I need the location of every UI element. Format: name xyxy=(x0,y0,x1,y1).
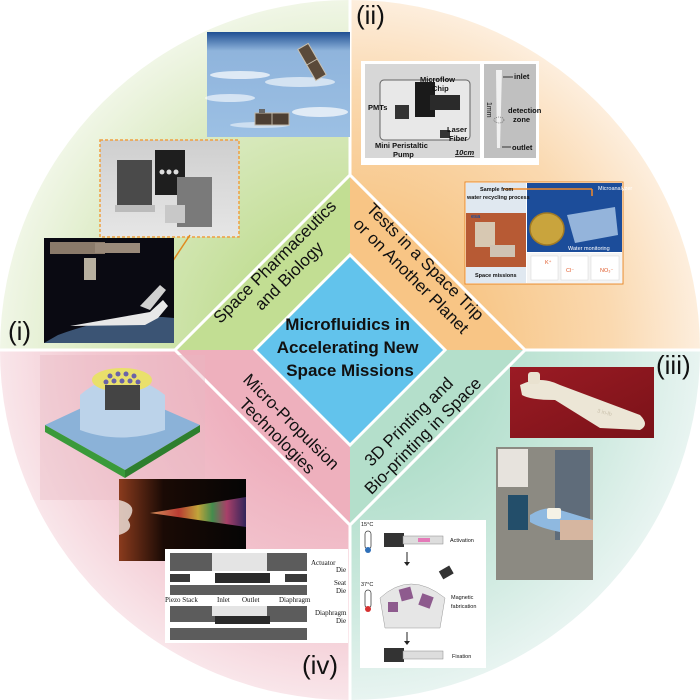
panel-label-iii: (iii) xyxy=(656,350,691,380)
label-actuator: Actuator xyxy=(311,559,336,567)
label-seat: Seat xyxy=(334,579,346,587)
wrench-engraving: 3 in-lb xyxy=(596,408,612,418)
label-fiber: Fiber xyxy=(449,134,467,143)
label-chip: Chip xyxy=(432,84,449,93)
label-space-missions: Space missions xyxy=(475,273,517,279)
space-shuttle-photo xyxy=(44,238,174,343)
label-laser: Laser xyxy=(447,125,467,134)
label-valve-outlet: Outlet xyxy=(242,596,260,604)
panel-label-i: (i) xyxy=(8,316,31,346)
cubesat-2 xyxy=(254,109,290,126)
label-diaphragm-die-2: Die xyxy=(336,617,346,625)
micro-thruster-render xyxy=(40,355,205,500)
label-outlet: outlet xyxy=(512,143,533,152)
label-37c: 37°C xyxy=(361,582,373,588)
label-mini-peristaltic: Mini Peristaltic xyxy=(375,141,428,150)
label-diaphragm: Diaphragm xyxy=(279,596,311,604)
astronaut-iss-photo xyxy=(496,447,593,580)
label-inlet: inlet xyxy=(514,72,530,81)
label-seat-die: Die xyxy=(336,587,346,595)
label-sample-from: Sample from xyxy=(480,187,513,193)
cubesat-1 xyxy=(297,42,327,82)
panel-label-ii: (ii) xyxy=(356,0,385,30)
label-ion-no3: NO₃⁻ xyxy=(600,268,613,274)
cubesat-photo xyxy=(205,32,350,137)
label-water-recycling: water recycling process xyxy=(466,195,530,201)
water-microanalyzer-photo: Sample from water recycling process Micr… xyxy=(464,181,632,285)
label-ion-k: K⁺ xyxy=(545,259,552,266)
label-piezo-stack: Piezo Stack xyxy=(165,596,198,604)
label-detection: detection xyxy=(508,106,542,115)
label-ion-cl: Cl⁻ xyxy=(566,268,574,274)
label-10cm: 10cm xyxy=(455,148,475,157)
label-15c: 15°C xyxy=(361,522,373,528)
center-title-line-1: Microfluidics in xyxy=(285,315,410,334)
center-title-line-2: Accelerating New xyxy=(277,338,419,357)
label-actuator-die: Die xyxy=(336,566,346,574)
printed-wrench-photo: 3 in-lb xyxy=(510,367,654,438)
label-pmts: PMTs xyxy=(368,103,387,112)
label-fabrication: fabrication xyxy=(451,604,476,610)
label-agency: esa xyxy=(471,214,481,220)
magnetic-bioprinting-diagram: 15°C 37°C Activation Magnetic fabricatio… xyxy=(360,520,486,668)
label-activation: Activation xyxy=(450,538,474,544)
label-water-monitoring: Water monitoring xyxy=(568,246,610,252)
label-microflow: Microflow xyxy=(420,75,455,84)
label-diaphragm-die-1: Diaphragm xyxy=(315,609,347,617)
label-zone: zone xyxy=(513,115,530,124)
label-valve-inlet: Inlet xyxy=(217,596,230,604)
outer-diamond xyxy=(172,172,528,528)
electrospray-plume-photo xyxy=(119,479,246,561)
center-title-line-3: Space Missions xyxy=(286,361,414,380)
inner-diamond-outline xyxy=(252,252,448,448)
label-pump: Pump xyxy=(393,150,414,159)
label-fixation: Fixation xyxy=(452,654,471,660)
center-diamond xyxy=(257,257,443,443)
label-microanalyzer: Microanalyzer xyxy=(598,186,632,192)
bioreactor-hardware-photo xyxy=(99,139,240,238)
label-1mm: 1mm xyxy=(485,102,492,118)
panel-label-iv: (iv) xyxy=(302,650,338,680)
piezo-microvalve-diagram: Actuator Die Seat Die Piezo Stack Inlet … xyxy=(165,549,348,643)
label-magnetic: Magnetic xyxy=(451,595,474,601)
microflow-analyzer-photo: Microflow Chip PMTs Laser Fiber Mini Per… xyxy=(361,61,542,165)
center-title: Microfluidics in Accelerating New Space … xyxy=(277,315,423,380)
